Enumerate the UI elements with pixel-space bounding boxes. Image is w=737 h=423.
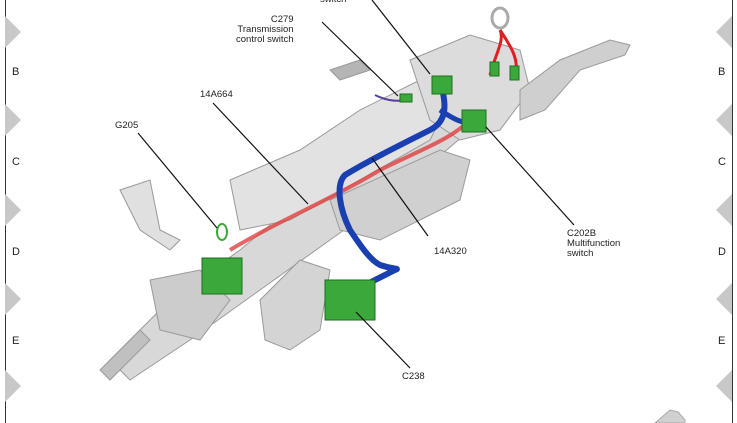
grid-tab-left <box>5 16 21 48</box>
right-border <box>732 0 733 423</box>
label-14a320: 14A320 <box>434 246 467 257</box>
label-top-switch: switch <box>320 0 346 5</box>
label-c202b: C202B Multifunction switch <box>567 229 620 259</box>
corner-arrow-icon <box>654 409 686 423</box>
c202b-code: C202B <box>567 228 597 239</box>
connector-c238 <box>324 279 376 321</box>
connector-left <box>201 257 243 295</box>
leader-lines <box>137 0 575 369</box>
label-c279: C279 Transmission control switch <box>236 15 294 45</box>
connector-top-right-a <box>489 61 500 77</box>
grid-tab-left <box>5 283 21 315</box>
c202b-line2: switch <box>567 248 594 259</box>
row-label-right: D <box>718 246 726 258</box>
steering-column <box>99 6 631 381</box>
c202b-line1: Multifunction <box>567 238 621 249</box>
grid-tab-right <box>716 370 732 402</box>
label-g205: G205 <box>115 120 139 131</box>
grid-tab-right <box>716 283 732 315</box>
connector-c202b <box>461 109 487 133</box>
harness-14a320-blue <box>336 77 448 288</box>
grid-tab-left <box>5 370 21 402</box>
connector-top-right-b <box>509 65 520 81</box>
row-label-left: C <box>12 156 20 168</box>
row-label-left: E <box>12 335 20 347</box>
row-label-left: D <box>12 246 20 258</box>
grid-tab-right <box>716 194 732 226</box>
label-c238: C238 <box>402 371 425 382</box>
row-label-right: C <box>718 156 726 168</box>
grid-tab-right <box>716 104 732 136</box>
row-label-left: B <box>12 66 20 78</box>
c279-line2: control switch <box>236 34 294 45</box>
row-label-right: B <box>718 66 726 78</box>
c279-line1: Transmission <box>237 24 294 35</box>
grid-tab-right <box>716 16 732 48</box>
c279-code: C279 <box>270 14 294 25</box>
connectors <box>201 61 520 321</box>
label-14a664: 14A664 <box>200 89 233 100</box>
row-label-right: E <box>718 335 726 347</box>
connector-top-switch <box>431 75 453 95</box>
ground-g205 <box>216 223 228 241</box>
grid-tab-left <box>5 104 21 136</box>
harness-14a664-red <box>228 118 472 252</box>
connector-c279 <box>399 93 413 103</box>
grid-tab-left <box>5 194 21 226</box>
